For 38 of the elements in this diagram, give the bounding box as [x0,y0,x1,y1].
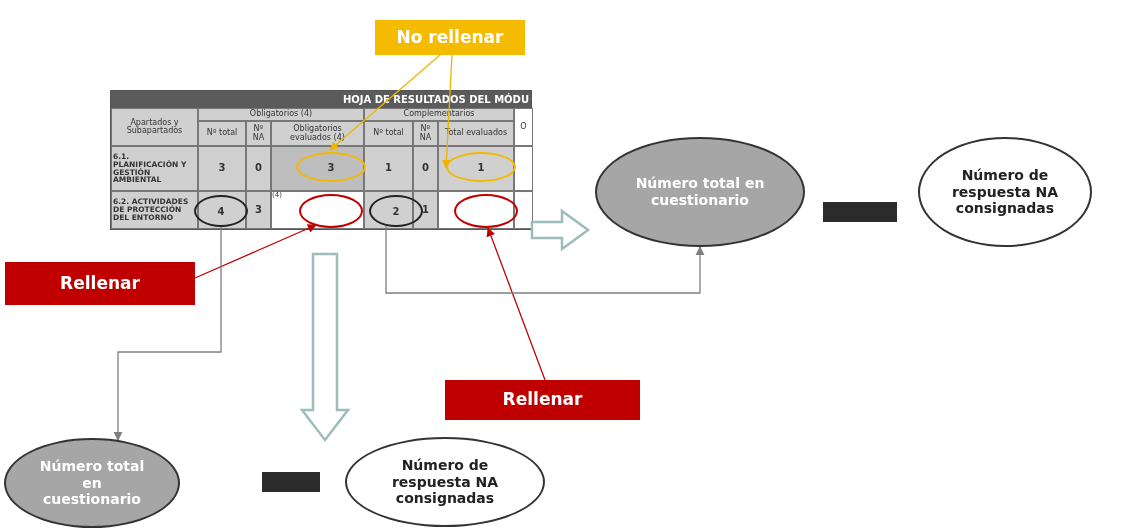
arrow [441,54,453,169]
results-table [110,90,532,230]
arrow [329,54,441,151]
block-arrow [299,252,351,443]
process-ellipse: Número total en cuestionario [595,137,805,247]
highlight-ellipse: 4 [194,195,248,227]
arrow [194,224,317,279]
highlight-ellipse: 3 [296,152,366,182]
warning-label: No rellenar [375,20,525,55]
table-cell: 1 [364,146,413,191]
instruction-label: Rellenar [445,380,640,420]
table-cell: Obligatorios evaluados (4) [271,121,364,146]
table-cell: O [514,108,533,146]
table-cell: 3 [246,191,271,229]
table-cell: Apartados y Subapartados [111,108,198,146]
process-ellipse: Número total en cuestionario [4,438,180,528]
empty-ellipse [299,194,363,228]
table-cell: 1 [413,191,438,229]
process-ellipse: Número de respuesta NA consignadas [345,437,545,527]
table-cell: Obligatorios (4) [198,108,364,121]
instruction-label: Rellenar [5,262,195,305]
arrow [486,227,546,381]
process-ellipse: Número de respuesta NA consignadas [918,137,1092,247]
minus-bar [823,202,897,222]
block-arrow [530,208,591,252]
highlight-ellipse: 2 [369,195,423,227]
table-cell: 0 [413,146,438,191]
arrow [385,225,705,294]
table-cell: Nº NA [246,121,271,146]
table-cell: Nº NA [413,121,438,146]
table-cell: Nº total [198,121,246,146]
empty-ellipse [454,194,518,228]
table-cell: 3 [198,146,246,191]
highlight-ellipse: 1 [446,152,516,182]
table-cell: 0 [246,146,271,191]
minus-bar [262,472,320,492]
table-cell: Nº total [364,121,413,146]
arrow [113,225,222,441]
